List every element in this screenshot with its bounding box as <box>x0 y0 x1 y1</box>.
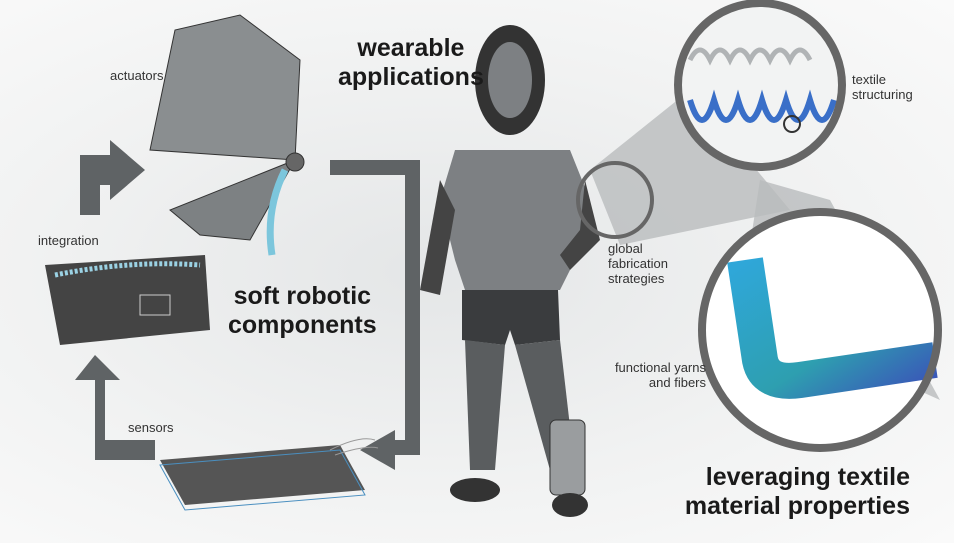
cycle-arrows <box>75 140 420 470</box>
person-figure <box>420 25 600 517</box>
sensors-label: sensors <box>128 420 174 435</box>
global-fabrication-label: global fabrication strategies <box>608 241 668 286</box>
actuator-fan <box>149 14 305 256</box>
label-line: strategies <box>608 271 665 286</box>
functional-yarns-label: functional yarns and fibers <box>594 360 706 390</box>
label-line: functional yarns <box>614 360 706 375</box>
components-line-1: soft robotic <box>233 282 372 310</box>
actuators-label: actuators <box>110 68 164 83</box>
label-line: structuring <box>852 87 913 102</box>
integration-patch <box>45 255 210 345</box>
soft-robotic-components-title: soft robotic components <box>228 282 377 340</box>
label-line: and fibers <box>648 375 706 390</box>
leveraging-textile-title: leveraging textile material properties <box>640 463 910 521</box>
wearable-applications-title: wearable applications <box>338 34 484 92</box>
yarn-circle <box>698 208 942 452</box>
zoom-cone-upper <box>590 90 790 245</box>
textile-structuring-label: textile structuring <box>852 72 913 102</box>
label-line: fabrication <box>608 256 668 271</box>
integration-label: integration <box>38 233 99 248</box>
label-line: global <box>608 241 643 256</box>
leveraging-line-1: leveraging textile <box>705 463 910 491</box>
title-line-1: wearable <box>357 34 465 62</box>
title-line-2: applications <box>338 63 484 91</box>
label-line: textile <box>852 72 886 87</box>
sensor-stack <box>159 438 379 511</box>
components-line-2: components <box>228 311 377 339</box>
knit-structure-circle <box>674 0 846 171</box>
arm-detail-circle <box>576 161 654 239</box>
leveraging-line-2: material properties <box>684 492 910 520</box>
